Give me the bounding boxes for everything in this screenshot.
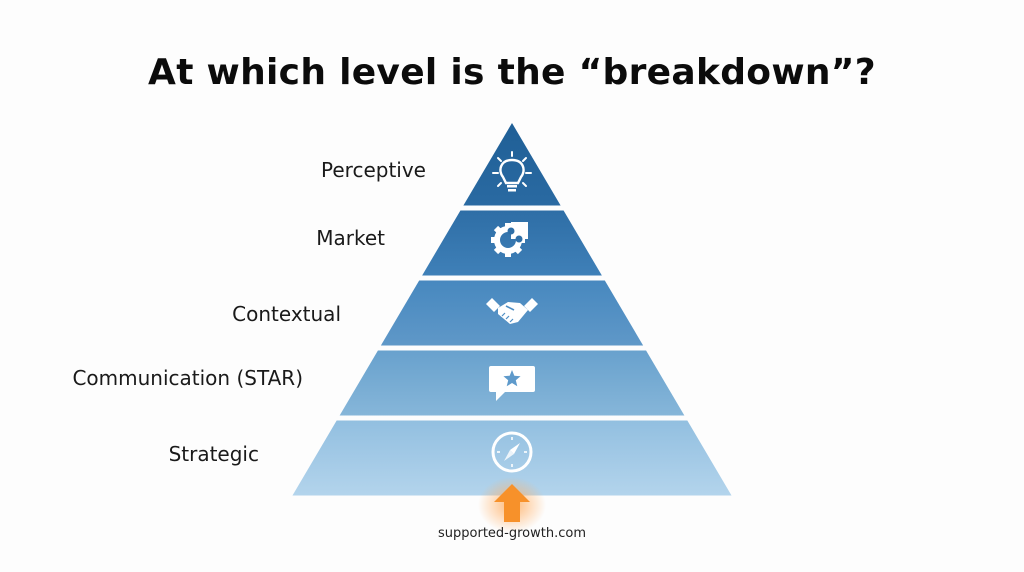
- pyramid-level-perceptive: [463, 123, 561, 206]
- level-label: Perceptive: [321, 158, 426, 182]
- footer-source: supported-growth.com: [438, 526, 586, 541]
- up-arrow-icon: [494, 484, 530, 522]
- pyramid-level-market: [422, 210, 602, 276]
- level-label: Contextual: [232, 302, 341, 326]
- pyramid-level-strategic: [292, 420, 732, 496]
- compass-icon: [491, 431, 533, 473]
- highlight-arrow: [478, 477, 546, 533]
- gear-puzzle-icon: [491, 222, 528, 257]
- chat-star-icon: [489, 366, 535, 401]
- diagram-title: At which level is the “breakdown”?: [148, 52, 876, 93]
- level-label: Communication (STAR): [72, 366, 303, 390]
- handshake-icon: [486, 298, 538, 324]
- lightbulb-icon: [492, 151, 532, 192]
- level-label: Market: [316, 226, 385, 250]
- level-label: Strategic: [168, 442, 259, 466]
